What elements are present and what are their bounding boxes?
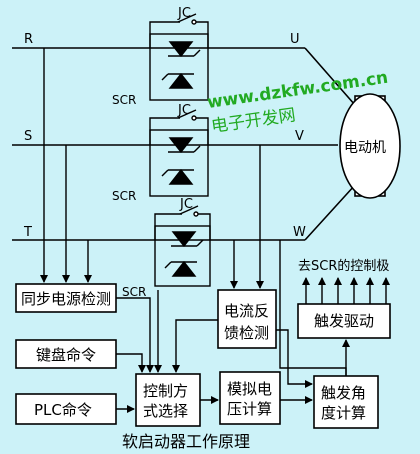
analog-calc-label-1: 模拟电: [227, 380, 272, 398]
signal-connections: [40, 48, 390, 413]
block-control-select: [135, 373, 201, 427]
block-trigger-drive: [297, 303, 391, 339]
sync-detect-label: 同步电源检测: [21, 290, 111, 308]
to-gate-label: 去SCR的控制极: [298, 258, 389, 274]
current-feedback-label-1: 电流反: [224, 302, 269, 320]
jc-label-t: JC: [179, 197, 193, 212]
scr-label-r: SCR: [112, 93, 136, 107]
trigger-angle-label-1: 触发角: [321, 384, 366, 402]
jc-label-s: JC: [177, 103, 191, 118]
current-feedback-label-2: 馈检测: [224, 324, 269, 342]
keyboard-label: 键盘命令: [36, 346, 96, 364]
control-select-label-2: 式选择: [143, 402, 188, 420]
block-trigger-angle: [313, 375, 379, 429]
label-r: R: [24, 32, 33, 47]
jc-label-r: JC: [177, 6, 191, 21]
caption: 软启动器工作原理: [122, 432, 250, 451]
analog-calc-label-2: 压计算: [227, 400, 272, 418]
block-keyboard: [15, 339, 117, 369]
label-w: W: [293, 225, 306, 240]
motor-label: 电动机: [344, 140, 386, 156]
scr-label-s: SCR: [112, 189, 136, 203]
line-u-to-motor: [304, 47, 356, 106]
plc-label: PLC命令: [34, 401, 92, 419]
control-select-label-1: 控制方: [143, 382, 188, 400]
block-current-feedback: [217, 289, 277, 349]
scr-module-t: [154, 205, 211, 287]
trigger-drive-label: 触发驱动: [314, 312, 374, 330]
scr-module-r: [149, 13, 209, 101]
motor: [339, 93, 401, 199]
trigger-angle-label-2: 度计算: [321, 404, 366, 422]
scr-module-s: [149, 109, 209, 197]
label-t: T: [23, 225, 32, 240]
label-v: V: [295, 129, 304, 144]
line-w-to-motor: [304, 184, 356, 241]
scr-label-t: SCR: [122, 285, 146, 299]
block-analog-calc: [219, 371, 281, 425]
label-u: U: [290, 32, 300, 47]
label-s: S: [24, 129, 32, 144]
block-plc: [15, 393, 117, 425]
